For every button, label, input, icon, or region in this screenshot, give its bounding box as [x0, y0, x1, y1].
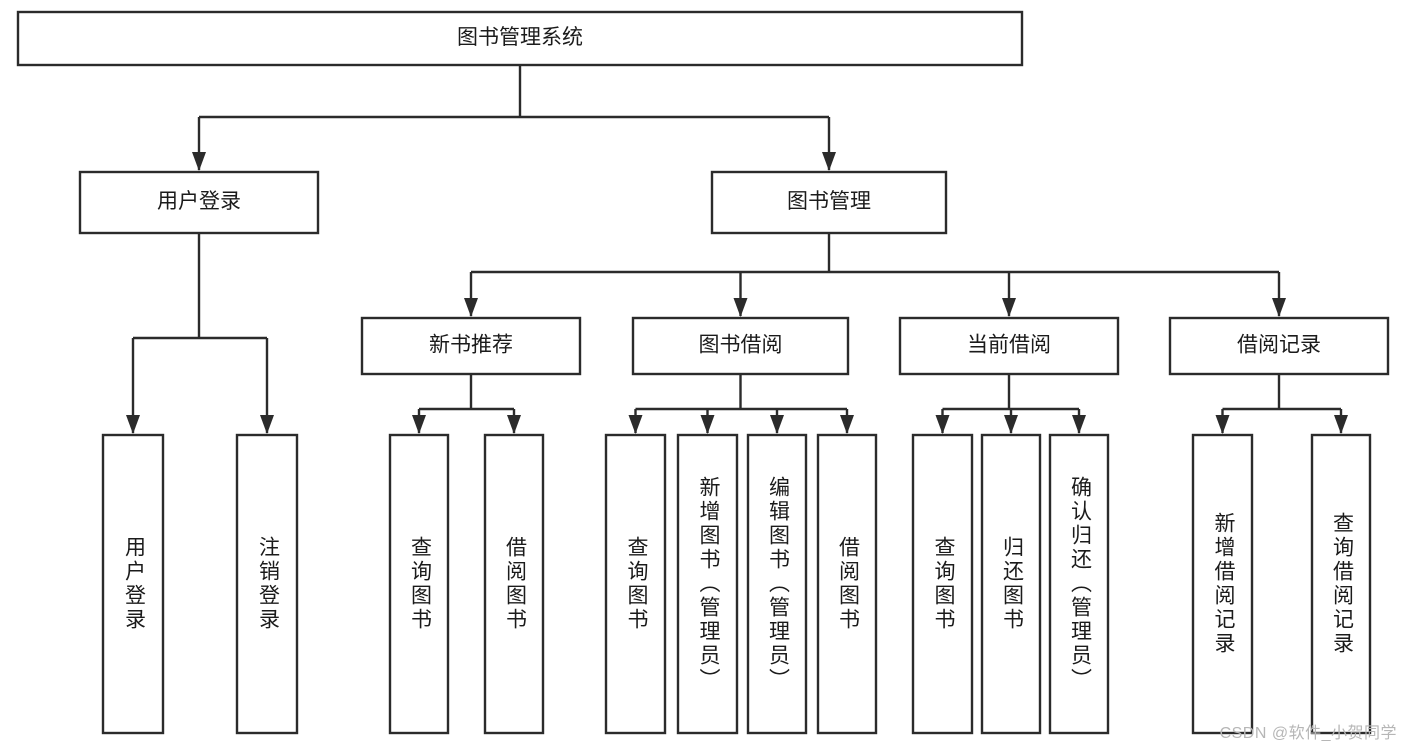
node-leaf-0[interactable]: 用户登录 — [101, 433, 165, 735]
node-label: 编辑图书（管理员） — [766, 476, 790, 692]
node-level3-3[interactable]: 借阅记录 — [1168, 316, 1390, 376]
node-leaf-1[interactable]: 注销登录 — [235, 433, 299, 735]
node-leaf-12[interactable]: 查询借阅记录 — [1310, 433, 1372, 735]
node-rect — [746, 433, 808, 735]
node-root-图书管理系统[interactable]: 图书管理系统 — [16, 10, 1024, 67]
node-rect — [483, 433, 545, 735]
node-label: 查询借阅记录 — [1330, 512, 1354, 656]
node-rect — [1168, 316, 1390, 376]
arrow-head-icon — [935, 415, 950, 434]
node-leaf-11[interactable]: 新增借阅记录 — [1191, 433, 1254, 735]
node-leaf-8[interactable]: 查询图书 — [911, 433, 974, 735]
node-label: 归还图书 — [1000, 536, 1024, 632]
node-rect — [816, 433, 878, 735]
node-leaf-6[interactable]: 编辑图书（管理员） — [746, 433, 808, 735]
node-rect — [710, 170, 948, 235]
node-rect — [911, 433, 974, 735]
node-rect — [1310, 433, 1372, 735]
node-leaf-10[interactable]: 确认归还（管理员） — [1048, 433, 1110, 735]
node-level3-1[interactable]: 图书借阅 — [631, 316, 850, 376]
boxes-layer: 图书管理系统用户登录图书管理新书推荐图书借阅当前借阅借阅记录用户登录注销登录查询… — [16, 10, 1390, 735]
node-label: 新书推荐 — [429, 334, 513, 357]
connectors-layer — [126, 65, 1348, 434]
node-leaf-4[interactable]: 查询图书 — [604, 433, 667, 735]
node-rect — [604, 433, 667, 735]
node-rect — [676, 433, 739, 735]
node-level3-0[interactable]: 新书推荐 — [360, 316, 582, 376]
node-label: 新增借阅记录 — [1212, 512, 1236, 656]
node-label: 查询图书 — [932, 536, 956, 632]
node-leaf-2[interactable]: 查询图书 — [388, 433, 450, 735]
node-label: 图书管理系统 — [457, 26, 583, 49]
arrow-head-icon — [700, 415, 715, 434]
node-leaf-7[interactable]: 借阅图书 — [816, 433, 878, 735]
node-label: 确认归还（管理员） — [1068, 476, 1092, 692]
node-label: 图书借阅 — [699, 334, 783, 357]
node-label: 当前借阅 — [967, 334, 1051, 357]
arrow-head-icon — [412, 415, 426, 434]
node-leaf-9[interactable]: 归还图书 — [980, 433, 1042, 735]
node-rect — [360, 316, 582, 376]
node-label: 借阅图书 — [503, 536, 527, 632]
node-label: 借阅记录 — [1237, 334, 1321, 357]
arrow-head-icon — [1334, 415, 1348, 434]
arrow-head-icon — [192, 152, 206, 171]
node-label: 用户登录 — [157, 190, 241, 213]
node-rect — [980, 433, 1042, 735]
arrow-head-icon — [1215, 415, 1230, 434]
arrow-head-icon — [1072, 415, 1086, 434]
node-rect — [78, 170, 320, 235]
arrow-head-icon — [260, 415, 274, 434]
node-label: 图书管理 — [787, 190, 871, 213]
node-rect — [388, 433, 450, 735]
node-level3-2[interactable]: 当前借阅 — [898, 316, 1120, 376]
arrow-head-icon — [464, 298, 478, 317]
arrow-head-icon — [1272, 298, 1286, 317]
node-label: 用户登录 — [122, 536, 146, 632]
arrow-head-icon — [1002, 298, 1016, 317]
arrow-head-icon — [840, 415, 854, 434]
arrow-head-icon — [628, 415, 643, 434]
node-rect — [898, 316, 1120, 376]
node-leaf-3[interactable]: 借阅图书 — [483, 433, 545, 735]
node-rect — [235, 433, 299, 735]
node-label: 新增图书（管理员） — [697, 476, 721, 692]
arrow-head-icon — [733, 298, 748, 317]
arrow-head-icon — [1004, 415, 1018, 434]
node-level2-0[interactable]: 用户登录 — [78, 170, 320, 235]
node-rect — [631, 316, 850, 376]
node-rect — [101, 433, 165, 735]
node-label: 注销登录 — [256, 536, 280, 632]
node-label: 查询图书 — [625, 536, 649, 632]
arrow-head-icon — [822, 152, 836, 171]
node-rect — [1191, 433, 1254, 735]
arrow-head-icon — [126, 415, 140, 434]
arrow-head-icon — [770, 415, 784, 434]
node-rect — [16, 10, 1024, 67]
node-leaf-5[interactable]: 新增图书（管理员） — [676, 433, 739, 735]
node-level2-1[interactable]: 图书管理 — [710, 170, 948, 235]
node-label: 查询图书 — [408, 536, 432, 632]
node-label: 借阅图书 — [836, 536, 860, 632]
node-rect — [1048, 433, 1110, 735]
arrow-head-icon — [507, 415, 521, 434]
watermark-label: CSDN @软件_小贺同学 — [1219, 725, 1397, 742]
